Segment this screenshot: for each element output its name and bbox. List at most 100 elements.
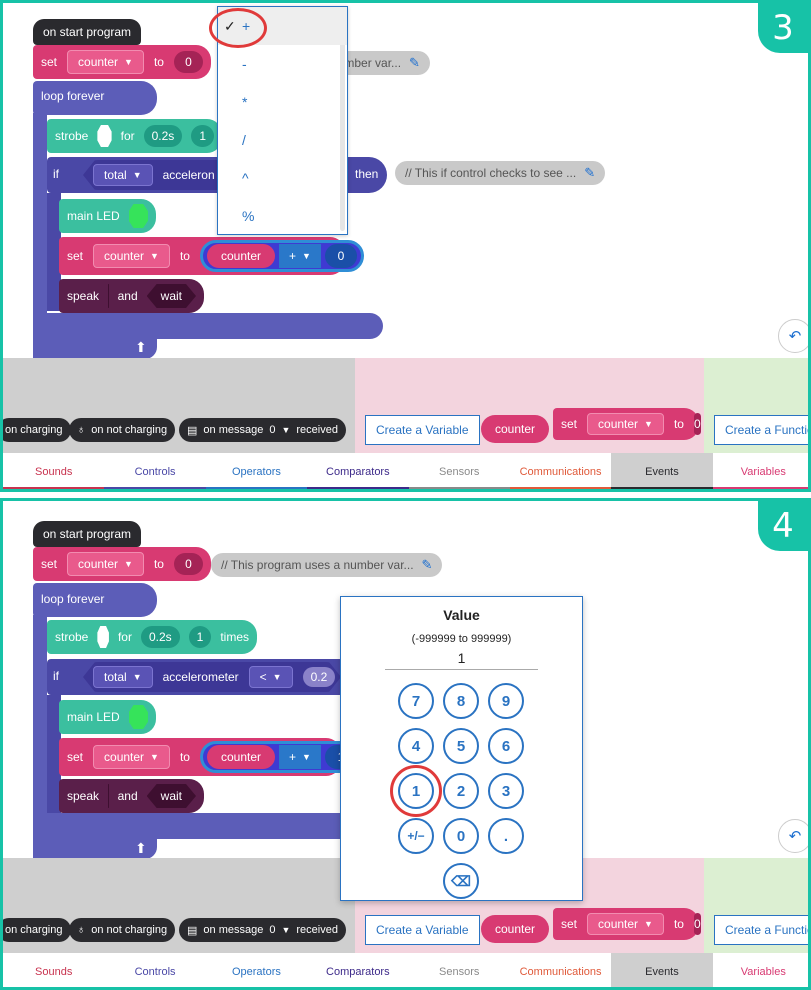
math-expression[interactable]: counter +▼ 1	[199, 741, 364, 773]
axis-dropdown[interactable]: total▼	[93, 164, 153, 186]
key-8[interactable]: 8	[443, 683, 479, 719]
create-variable-button[interactable]: Create a Variable	[365, 415, 480, 445]
comparator-dropdown[interactable]: <▼	[249, 666, 293, 688]
value-field[interactable]: 0	[324, 244, 357, 268]
times-field[interactable]: 1	[188, 626, 212, 648]
key-3[interactable]: 3	[488, 773, 524, 809]
variable-dropdown[interactable]: counter▼	[587, 413, 664, 435]
tab-communications[interactable]: Communications	[510, 953, 611, 987]
menu-scrollbar[interactable]	[340, 9, 345, 231]
wait-toggle[interactable]: wait	[147, 284, 196, 308]
key-5[interactable]: 5	[443, 728, 479, 764]
pencil-icon[interactable]: ✎	[421, 557, 433, 572]
main-led-block[interactable]: main LED	[59, 199, 156, 233]
set-counter-block[interactable]: set counter▼ to 0	[33, 45, 211, 79]
times-field[interactable]: 1	[191, 125, 214, 147]
comparator-block[interactable]: total▼ accelerometer <▼ 0.2	[83, 662, 341, 692]
menu-item-multiply[interactable]: *	[218, 83, 347, 121]
variable-dropdown[interactable]: counter▼	[93, 745, 170, 769]
on-not-charging-block[interactable]: ♁on not charging	[69, 418, 176, 442]
keypad-display[interactable]: 1	[385, 650, 538, 670]
speak-block[interactable]: speak and wait	[59, 279, 204, 313]
variable-dropdown[interactable]: counter▼	[67, 552, 144, 576]
on-charging-block[interactable]: on charging	[3, 418, 71, 442]
color-swatch[interactable]	[128, 204, 148, 228]
menu-item-subtract[interactable]: -	[218, 45, 347, 83]
create-function-button[interactable]: Create a Function	[714, 415, 808, 445]
variable-pill[interactable]: counter	[481, 915, 550, 943]
undo-icon[interactable]: ↶	[778, 319, 808, 353]
value-field[interactable]: 0	[173, 51, 203, 73]
variable-dropdown[interactable]: counter▼	[587, 913, 664, 935]
wait-toggle[interactable]: wait	[147, 784, 196, 808]
comment-block[interactable]: // This if control checks to see ...✎	[395, 161, 606, 185]
tab-operators[interactable]: Operators	[206, 953, 307, 987]
tab-operators[interactable]: Operators	[205, 453, 308, 489]
set-variable-block[interactable]: set counter▼ to 0	[553, 908, 701, 940]
on-start-program-block[interactable]: on start program	[33, 521, 142, 547]
message-value[interactable]: 0	[269, 424, 276, 436]
text-field[interactable]	[108, 784, 109, 808]
operator-dropdown[interactable]: +▼	[279, 244, 321, 268]
speak-block[interactable]: speak and wait	[59, 779, 204, 813]
set-counter-block[interactable]: set counter▼ to counter +▼ 0	[59, 237, 364, 275]
on-not-charging-block[interactable]: ♁on not charging	[69, 918, 176, 942]
on-charging-block[interactable]: on charging	[3, 918, 71, 942]
variable-dropdown[interactable]: counter▼	[67, 50, 144, 74]
duration-field[interactable]: 0.2s	[143, 125, 183, 147]
create-function-button[interactable]: Create a Function	[714, 915, 808, 945]
tab-comparators[interactable]: Comparators	[307, 453, 409, 489]
key-0[interactable]: 0	[443, 818, 479, 854]
set-variable-block[interactable]: set counter▼ to 0	[553, 408, 701, 440]
loop-forever-block[interactable]	[33, 583, 157, 617]
text-field[interactable]	[108, 284, 109, 308]
loop-forever-block[interactable]	[33, 81, 157, 115]
on-start-program-block[interactable]: on start program	[33, 19, 142, 45]
tab-variables[interactable]: Variables	[712, 453, 808, 489]
axis-dropdown[interactable]: total▼	[93, 666, 153, 688]
strobe-block[interactable]: strobe for 0.2s 1 times	[47, 620, 257, 654]
key-9[interactable]: 9	[488, 683, 524, 719]
strobe-block[interactable]: strobe for 0.2s 1	[47, 119, 222, 153]
tab-events[interactable]: Events	[611, 453, 714, 489]
variable-pill[interactable]: counter	[206, 745, 276, 769]
backspace-icon[interactable]: ⌫	[443, 863, 479, 899]
color-swatch[interactable]	[97, 626, 109, 648]
value-field[interactable]: 0	[693, 413, 701, 435]
tab-communications[interactable]: Communications	[509, 453, 612, 489]
operator-dropdown[interactable]: +▼	[279, 745, 321, 769]
tab-controls[interactable]: Controls	[104, 453, 207, 489]
tab-events[interactable]: Events	[611, 953, 713, 987]
tab-comparators[interactable]: Comparators	[307, 953, 408, 987]
tab-sounds[interactable]: Sounds	[3, 953, 104, 987]
color-swatch[interactable]	[97, 125, 112, 147]
message-value[interactable]: 0	[269, 924, 276, 936]
pencil-icon[interactable]: ✎	[409, 55, 420, 70]
threshold-field[interactable]: 0.2	[303, 667, 336, 687]
key-decimal[interactable]: .	[488, 818, 524, 854]
variable-dropdown[interactable]: counter▼	[93, 244, 170, 268]
key-6[interactable]: 6	[488, 728, 524, 764]
menu-item-power[interactable]: ^	[218, 159, 347, 197]
key-plus-minus[interactable]: +/−	[398, 818, 434, 854]
variable-pill[interactable]: counter	[206, 244, 276, 268]
undo-icon[interactable]: ↶	[778, 819, 808, 853]
value-field[interactable]: 0	[693, 913, 701, 935]
main-led-block[interactable]: main LED	[59, 700, 156, 734]
menu-item-modulo[interactable]: %	[218, 197, 347, 235]
key-7[interactable]: 7	[398, 683, 434, 719]
color-swatch[interactable]	[128, 705, 148, 729]
comment-block[interactable]: // This program uses a number var...✎	[211, 553, 443, 577]
set-counter-block[interactable]: set counter▼ to counter +▼ 1	[59, 738, 364, 776]
tab-sensors[interactable]: Sensors	[408, 453, 511, 489]
set-counter-block[interactable]: set counter▼ to 0	[33, 547, 211, 581]
tab-variables[interactable]: Variables	[713, 953, 808, 987]
variable-pill[interactable]: counter	[481, 415, 550, 443]
tab-sensors[interactable]: Sensors	[409, 953, 510, 987]
tab-controls[interactable]: Controls	[104, 953, 205, 987]
tab-sounds[interactable]: Sounds	[3, 453, 105, 489]
math-expression[interactable]: counter +▼ 0	[199, 240, 364, 272]
value-field[interactable]: 0	[173, 553, 203, 575]
